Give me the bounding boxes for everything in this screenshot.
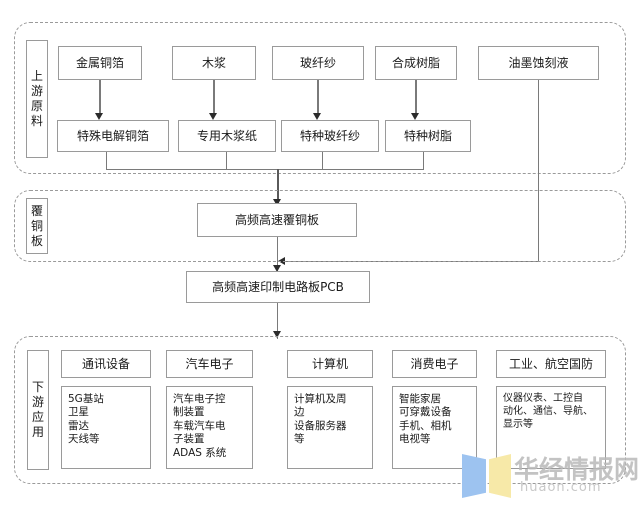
raw-material-label: 油墨蚀刻液 — [508, 55, 569, 70]
raw-material-box-ink-etchant[interactable]: 油墨蚀刻液 — [478, 46, 599, 80]
connector-copper-foil — [99, 80, 101, 116]
connector-ink-etchant — [538, 80, 539, 261]
pcb-product-label: 高频高速印制电路板PCB — [212, 279, 344, 294]
processed-material-label: 特殊电解铜箔 — [76, 128, 149, 143]
downstream-side-label: 下游应用 — [27, 350, 49, 470]
downstream-category-title-automotive[interactable]: 汽车电子 — [166, 350, 253, 378]
connector-ccl-to-pcb — [277, 237, 278, 272]
downstream-category-title: 通讯设备 — [81, 356, 130, 371]
connector-wood-pulp — [213, 80, 215, 116]
downstream-category-title-consumer[interactable]: 消费电子 — [392, 350, 477, 378]
downstream-category-title: 汽车电子 — [185, 356, 234, 371]
downstream-category-title: 消费电子 — [410, 356, 459, 371]
arrowhead-downstream — [273, 331, 281, 338]
processed-material-box-electrolytic-copper-foil[interactable]: 特殊电解铜箔 — [57, 120, 169, 152]
processed-material-label: 特种玻纤纱 — [299, 128, 360, 143]
downstream-category-title-computer[interactable]: 计算机 — [287, 350, 373, 378]
ccl-product-label: 高频高速覆铜板 — [234, 212, 319, 227]
dropline-pulp-paper — [226, 152, 227, 169]
downstream-category-detail-communication[interactable]: 5G基站 卫星 雷达 天线等 — [61, 386, 151, 469]
raw-material-label: 金属铜箔 — [75, 55, 124, 70]
dropline-special-glass-yarn — [322, 152, 323, 169]
processed-material-box-special-glass-yarn[interactable]: 特种玻纤纱 — [281, 120, 379, 152]
midstream-side-label: 覆铜板 — [26, 198, 48, 254]
arrowhead-pcb — [273, 265, 281, 272]
downstream-category-title-communication[interactable]: 通讯设备 — [61, 350, 151, 378]
downstream-category-detail-industrial[interactable]: 仪器仪表、工控自 动化、通信、导航、 显示等 — [496, 386, 606, 469]
collector-bus-upstream — [106, 169, 424, 170]
raw-material-box-copper-foil[interactable]: 金属铜箔 — [58, 46, 142, 80]
raw-material-box-wood-pulp[interactable]: 木浆 — [172, 46, 256, 80]
raw-material-box-synthetic-resin[interactable]: 合成树脂 — [375, 46, 457, 80]
connector-glass-yarn — [317, 80, 319, 116]
connector-synthetic-resin — [415, 80, 417, 116]
midstream-side-label-text: 覆铜板 — [31, 203, 44, 248]
pcb-product-box[interactable]: 高频高速印制电路板PCB — [186, 271, 370, 303]
downstream-section-border — [14, 336, 626, 484]
downstream-category-title-industrial[interactable]: 工业、航空国防 — [496, 350, 606, 378]
downstream-category-detail-consumer[interactable]: 智能家居 可穿戴设备 手机、相机 电视等 — [392, 386, 477, 469]
upstream-side-label: 上游原料 — [26, 40, 48, 158]
raw-material-label: 合成树脂 — [391, 55, 440, 70]
midstream-section-border — [14, 190, 626, 262]
arrowhead-synthetic-resin — [411, 113, 419, 120]
processed-material-label: 特种树脂 — [403, 128, 452, 143]
arrowhead-ccl — [273, 199, 281, 206]
processed-material-box-special-resin[interactable]: 特种树脂 — [385, 120, 471, 152]
downstream-category-detail-automotive[interactable]: 汽车电子控 制装置 车载汽车电 子装置 ADAS 系统 — [166, 386, 253, 469]
ccl-product-box[interactable]: 高频高速覆铜板 — [197, 203, 357, 237]
dropline-electrolytic-copper-foil — [106, 152, 107, 169]
connector-pcb-to-downstream — [277, 303, 278, 339]
arrowhead-glass-yarn — [313, 113, 321, 120]
downstream-category-title: 工业、航空国防 — [508, 356, 593, 371]
raw-material-label: 木浆 — [201, 55, 226, 70]
dropline-special-resin — [423, 152, 424, 169]
downstream-side-label-text: 下游应用 — [32, 380, 45, 439]
arrowhead-copper-foil — [95, 113, 103, 120]
downstream-category-title: 计算机 — [311, 356, 348, 371]
raw-material-box-glass-yarn[interactable]: 玻纤纱 — [272, 46, 364, 80]
upstream-side-label-text: 上游原料 — [31, 69, 44, 128]
downstream-category-detail-computer[interactable]: 计算机及周 边 设备服务器 等 — [287, 386, 373, 469]
arrowhead-wood-pulp — [209, 113, 217, 120]
raw-material-label: 玻纤纱 — [299, 55, 336, 70]
upstream-section-border — [14, 22, 626, 174]
connector-bus-to-ccl — [277, 169, 279, 203]
processed-material-box-pulp-paper[interactable]: 专用木浆纸 — [178, 120, 276, 152]
processed-material-label: 专用木浆纸 — [196, 128, 257, 143]
